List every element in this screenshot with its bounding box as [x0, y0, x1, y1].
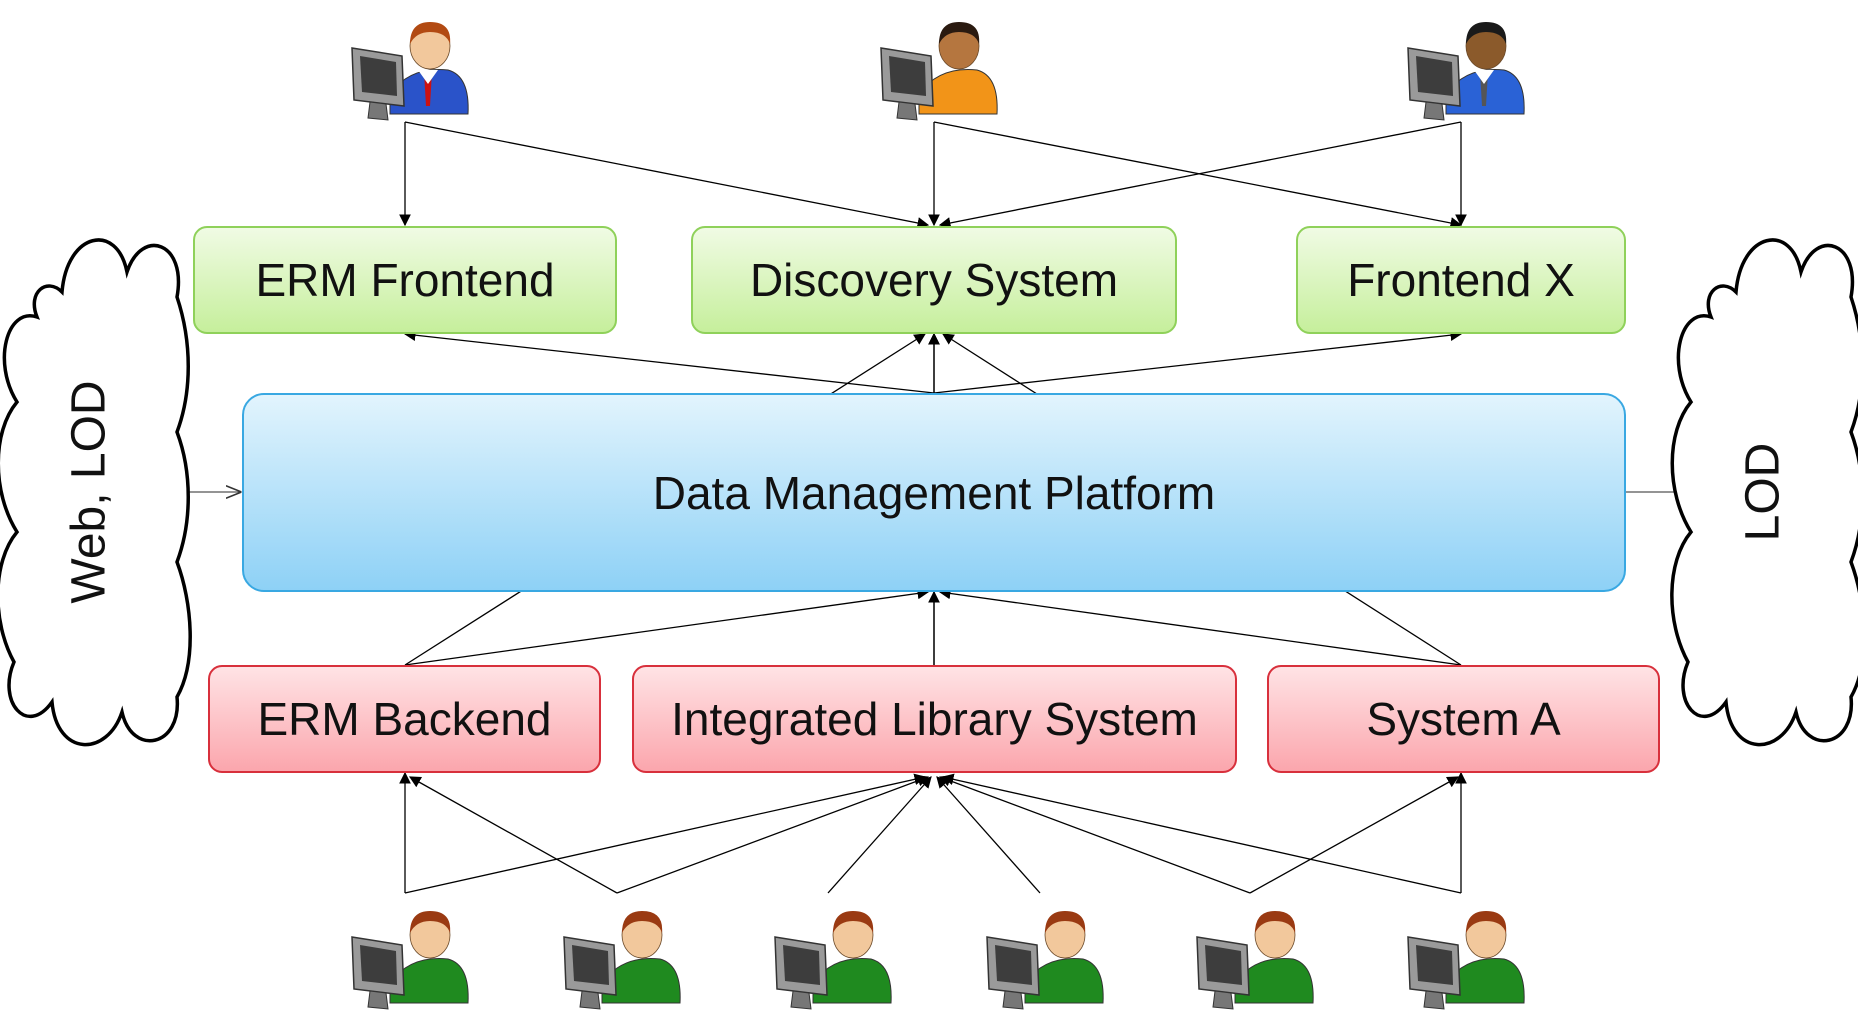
- erm-backend-box: ERM Backend: [208, 665, 601, 773]
- user-with-red-tie-icon: [351, 22, 469, 121]
- frontend-x-label: Frontend X: [1347, 254, 1575, 306]
- cloud-shape-right: [1670, 238, 1858, 747]
- librarian-icon: [774, 911, 892, 1010]
- discovery-system-box: Discovery System: [691, 226, 1177, 334]
- cloud-label-right: LOD: [1737, 443, 1790, 542]
- connector-u2-erm-backend: [408, 776, 618, 894]
- connector-system-a-platform: [938, 587, 1462, 666]
- erm-backend-label: ERM Backend: [257, 693, 552, 745]
- cloud-shape-left: [0, 238, 192, 747]
- discovery-system-label: Discovery System: [749, 254, 1119, 306]
- integrated-library-system-label: Integrated Library System: [671, 693, 1198, 745]
- data-management-platform-box: Data Management Platform: [242, 393, 1626, 592]
- system-a-box: System A: [1267, 665, 1660, 773]
- connector-u3-ils: [827, 776, 932, 894]
- connector-u5-ils: [938, 775, 1251, 894]
- connector-user3-discovery: [938, 121, 1462, 229]
- data-management-platform-label: Data Management Platform: [652, 466, 1216, 519]
- connector-u1-ils: [404, 773, 927, 894]
- librarian-icon: [563, 911, 681, 1010]
- connector-u2-ils: [616, 775, 930, 894]
- erm-frontend-box: ERM Frontend: [193, 226, 617, 334]
- user-with-blue-shirt-icon: [1407, 22, 1525, 121]
- librarian-icon: [986, 911, 1104, 1010]
- cloud-right: LOD: [1670, 238, 1858, 747]
- librarian-icon: [1407, 911, 1525, 1010]
- frontend-x-box: Frontend X: [1296, 226, 1626, 334]
- cloud-label-left: Web, LOD: [63, 380, 116, 603]
- user-with-orange-shirt-icon: [880, 22, 998, 121]
- connector-platform-frontend-x: [933, 329, 1463, 394]
- librarian-icon: [1196, 911, 1314, 1010]
- connector-u6-ils: [941, 773, 1462, 894]
- connector-platform-erm-frontend: [403, 329, 935, 394]
- connector-user1-discovery: [404, 121, 930, 229]
- librarian-icon: [351, 911, 469, 1010]
- integrated-library-system-box: Integrated Library System: [632, 665, 1237, 773]
- connector-erm-backend-platform: [404, 587, 930, 666]
- connector-u5-system-a: [1249, 776, 1460, 894]
- connector-u4-ils: [936, 776, 1041, 894]
- cloud-left: Web, LOD: [0, 238, 192, 747]
- system-a-label: System A: [1366, 693, 1561, 745]
- erm-frontend-label: ERM Frontend: [255, 254, 555, 306]
